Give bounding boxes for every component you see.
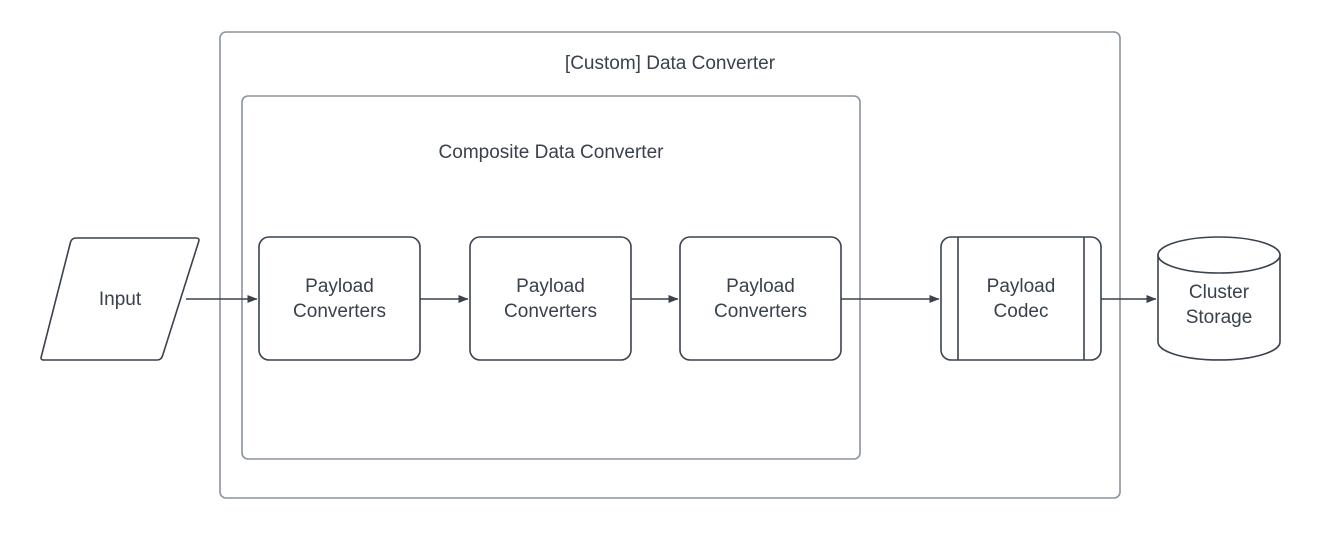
payload-converters-1-shape[interactable] [258,236,421,361]
payload-codec-shape[interactable] [940,236,1102,361]
payload-converters-2-shape[interactable] [469,236,632,361]
payload-converters-3-shape[interactable] [679,236,842,361]
input-node-shape[interactable] [40,237,200,361]
cluster-storage-shape[interactable] [1157,236,1281,361]
